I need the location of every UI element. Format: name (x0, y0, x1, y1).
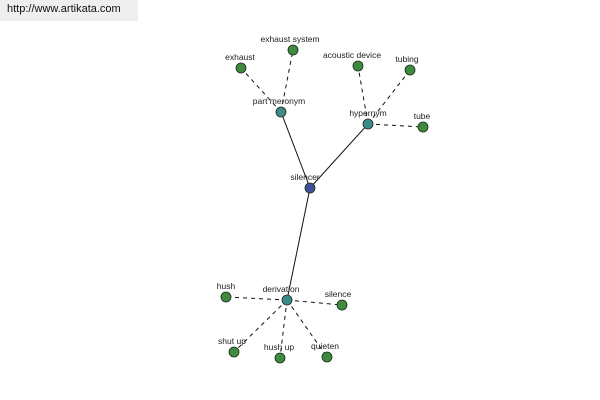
edge-silencer-hypernym (309, 123, 369, 189)
relation-node-dot[interactable] (362, 118, 374, 130)
url-banner[interactable]: http://www.artikata.com (0, 0, 138, 21)
relation-node-hypernym[interactable]: hypernym (349, 108, 387, 130)
center-node-dot[interactable] (304, 182, 316, 194)
leaf-node-hush-up[interactable]: hush up (264, 342, 295, 364)
relation-node-label: derivation (263, 284, 300, 294)
leaf-node-dot[interactable] (321, 351, 333, 363)
url-text[interactable]: http://www.artikata.com (7, 3, 121, 15)
edge-hypernym-tube (367, 123, 424, 128)
leaf-node-hush[interactable]: hush (217, 281, 236, 303)
leaf-node-label: exhaust (225, 52, 255, 62)
leaf-node-acoustic-device[interactable]: acoustic device (323, 50, 381, 72)
edge-hypernym-acoustic-device (357, 65, 369, 125)
edge-silencer-derivation (286, 187, 311, 301)
leaf-node-label: tube (414, 111, 431, 121)
leaf-node-label: shut up (218, 336, 246, 346)
graph-edges (225, 49, 424, 359)
edge-derivation-hush-up (279, 299, 288, 359)
leaf-node-dot[interactable] (274, 352, 286, 364)
leaf-node-dot[interactable] (220, 291, 232, 303)
leaf-node-label: acoustic device (323, 50, 381, 60)
center-node-label: silencer (290, 172, 319, 182)
edge-derivation-quieten (286, 299, 328, 358)
leaf-node-exhaust[interactable]: exhaust (225, 52, 256, 74)
leaf-node-dot[interactable] (352, 60, 364, 72)
leaf-node-dot[interactable] (404, 64, 416, 76)
leaf-node-label: hush up (264, 342, 295, 352)
leaf-node-label: hush (217, 281, 236, 291)
relation-node-derivation[interactable]: derivation (263, 284, 300, 306)
leaf-node-shut-up[interactable]: shut up (218, 336, 246, 358)
edge-hypernym-tubing (367, 69, 411, 125)
leaf-node-label: quieten (311, 341, 339, 351)
leaf-node-exhaust-system[interactable]: exhaust system (260, 34, 320, 56)
relation-node-dot[interactable] (281, 294, 293, 306)
graph-nodes: exhaust exhaust system acoustic device tubi… (217, 34, 431, 364)
edge-part-meronym-exhaust-system (280, 49, 294, 113)
relation-node-label: part meronym (253, 96, 305, 106)
edge-derivation-hush (225, 296, 288, 301)
edge-part-meronym-exhaust (240, 67, 282, 113)
edge-derivation-silence (286, 299, 343, 306)
leaf-node-label: exhaust system (260, 34, 319, 44)
center-node-silencer[interactable]: silencer (290, 172, 320, 194)
leaf-node-silence[interactable]: silence (325, 289, 352, 311)
edge-silencer-part-meronym (280, 111, 311, 189)
leaf-node-dot[interactable] (235, 62, 247, 74)
leaf-node-dot[interactable] (228, 346, 240, 358)
leaf-node-label: silence (325, 289, 352, 299)
leaf-node-tubing[interactable]: tubing (395, 54, 419, 76)
relation-node-label: hypernym (349, 108, 386, 118)
relation-node-dot[interactable] (275, 106, 287, 118)
leaf-node-dot[interactable] (287, 44, 299, 56)
leaf-node-tube[interactable]: tube (414, 111, 431, 133)
leaf-node-label: tubing (395, 54, 418, 64)
relation-node-part-meronym[interactable]: part meronym (253, 96, 305, 118)
leaf-node-dot[interactable] (417, 121, 429, 133)
leaf-node-dot[interactable] (336, 299, 348, 311)
leaf-node-quieten[interactable]: quieten (311, 341, 339, 363)
